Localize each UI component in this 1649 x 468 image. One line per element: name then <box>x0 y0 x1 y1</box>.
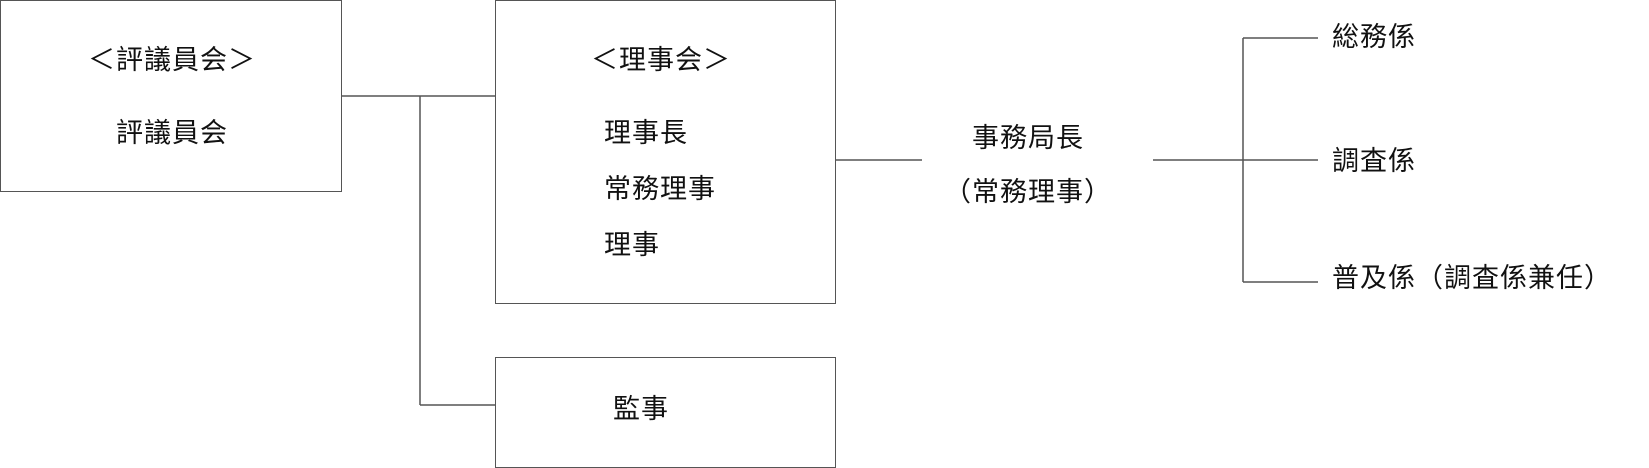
board-box: ＜理事会＞ 理事長 常務理事 理事 <box>495 0 836 304</box>
council-member: 評議員会 <box>116 118 228 149</box>
board-member-chairman: 理事長 <box>604 118 688 149</box>
secretariat-subtitle: （常務理事） <box>944 177 1112 208</box>
council-heading: ＜評議員会＞ <box>88 45 256 76</box>
auditor-box: 監事 <box>495 357 836 468</box>
council-box: ＜評議員会＞ 評議員会 <box>0 0 342 192</box>
board-heading: ＜理事会＞ <box>591 45 731 76</box>
board-member-list: 理事長 常務理事 理事 <box>604 106 716 274</box>
section-research: 調査係 <box>1332 146 1416 177</box>
board-member-director: 理事 <box>604 230 660 261</box>
auditor-label: 監事 <box>613 394 669 425</box>
section-outreach: 普及係（調査係兼任） <box>1332 263 1612 294</box>
board-member-managing-director: 常務理事 <box>604 174 716 205</box>
section-general-affairs: 総務係 <box>1332 22 1416 53</box>
secretariat-title: 事務局長 <box>972 123 1084 154</box>
